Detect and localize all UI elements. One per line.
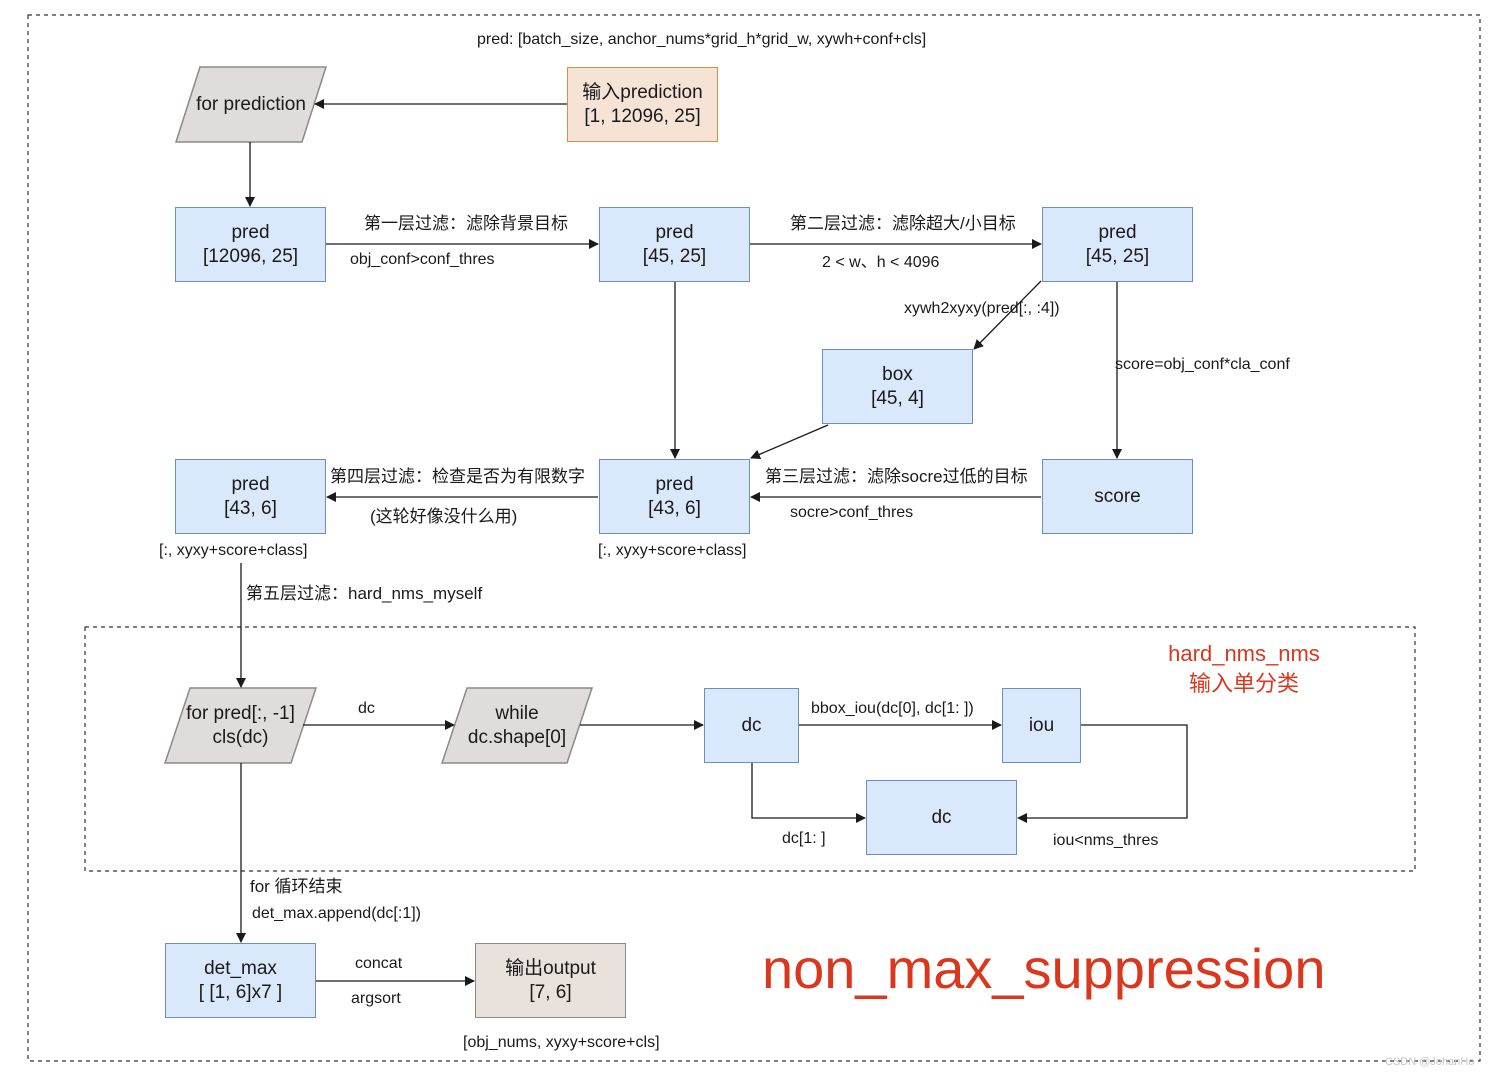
for-prediction-label: for prediction (196, 93, 306, 115)
filter2-condition: 2 < w、h < 4096 (822, 254, 940, 271)
score-calc-label: score=obj_conf*cla_conf (1115, 356, 1290, 373)
while-shape (440, 687, 594, 764)
pred3-line1: pred (1098, 221, 1137, 243)
dc-edge-label: dc (358, 700, 375, 717)
pred2-line2: [45, 25] (642, 245, 707, 267)
pred2-node: pred [45, 25] (599, 207, 750, 282)
nms-group-title-line2: 输入单分类 (1188, 671, 1299, 696)
for-end-label: for 循环结束 (250, 877, 343, 896)
edge-box-to-pred4 (750, 424, 829, 460)
pred4-node: pred [43, 6] (599, 459, 750, 534)
while-node: while dc.shape[0] (442, 688, 592, 763)
score-node: score (1042, 459, 1193, 534)
append-label: det_max.append(dc[:1]) (252, 905, 421, 922)
pred1-node: pred [12096, 25] (175, 207, 326, 282)
output-shape-label: [obj_nums, xyxy+score+cls] (463, 1034, 660, 1051)
dc-slice-label: dc[1: ] (782, 830, 826, 847)
iou-node: iou (1002, 688, 1081, 763)
pred4-line1: pred (655, 473, 694, 495)
box-node: box [45, 4] (822, 349, 973, 424)
filter5-label: 第五层过滤：hard_nms_myself (246, 584, 483, 603)
dc1-node: dc (704, 688, 799, 763)
output-line2: [7, 6] (529, 981, 572, 1003)
score-label: score (1094, 485, 1141, 507)
det-max-line1: det_max (204, 957, 277, 979)
outer-border (27, 14, 1481, 1062)
edge-pred3-to-box (973, 280, 1042, 350)
for-prediction-shape (174, 66, 328, 143)
filter4-note: (这轮好像没什么用) (370, 507, 518, 526)
filter3-condition: socre>conf_thres (790, 504, 914, 521)
dc1-label: dc (741, 714, 762, 736)
for-cls-line2: cls(dc) (212, 726, 269, 748)
nms-group-title: hard_nms_nms 输入单分类 (1144, 639, 1344, 699)
bbox-iou-label: bbox_iou(dc[0], dc[1: ]) (811, 700, 974, 717)
input-prediction-line1: 输入prediction (582, 81, 703, 103)
det-max-line2: [ [1, 6]x7 ] (198, 981, 283, 1003)
pred5-line2: [43, 6] (224, 497, 277, 519)
pred1-line1: pred (231, 221, 270, 243)
for-cls-shape (163, 687, 318, 764)
pred3-line2: [45, 25] (1085, 245, 1150, 267)
while-line2: dc.shape[0] (467, 726, 567, 748)
concat-label: concat (355, 955, 403, 972)
output-line1: 输出output (505, 957, 596, 979)
for-cls-node: for pred[:, -1] cls(dc) (165, 688, 316, 763)
filter2-label: 第二层过滤：滤除超大/小目标 (790, 214, 1016, 233)
pred4-line2: [43, 6] (648, 497, 701, 519)
filter4-label: 第四层过滤：检查是否为有限数字 (330, 467, 585, 486)
watermark: CSDN @JohanHo (1385, 1056, 1475, 1068)
nms-group-title-line1: hard_nms_nms (1168, 641, 1320, 666)
input-prediction-node: 输入prediction [1, 12096, 25] (567, 67, 718, 142)
filter1-condition: obj_conf>conf_thres (350, 251, 495, 268)
iou-label: iou (1028, 714, 1055, 736)
pred4-shape-label: [:, xyxy+score+class] (598, 542, 747, 559)
iou-thres-label: iou<nms_thres (1053, 832, 1159, 849)
shape-note: pred: [batch_size, anchor_nums*grid_h*gr… (477, 31, 927, 48)
output-node: 输出output [7, 6] (475, 943, 626, 1018)
nms-group-border (84, 626, 1416, 872)
argsort-label: argsort (351, 990, 401, 1007)
dc2-node: dc (866, 780, 1017, 855)
edge-dc-to-dc2 (751, 763, 866, 823)
filter3-label: 第三层过滤：滤除socre过低的目标 (765, 467, 1028, 486)
pred5-shape-label: [:, xyxy+score+class] (159, 542, 308, 559)
pred1-line2: [12096, 25] (202, 245, 299, 267)
det-max-node: det_max [ [1, 6]x7 ] (165, 943, 316, 1018)
diagram-title: non_max_suppression (762, 937, 1326, 1000)
dc2-label: dc (931, 806, 952, 828)
for-cls-line1: for pred[:, -1] (186, 702, 295, 724)
pred3-node: pred [45, 25] (1042, 207, 1193, 282)
pred2-line1: pred (655, 221, 694, 243)
box-line2: [45, 4] (871, 387, 924, 409)
for-prediction-node: for prediction (176, 67, 326, 142)
pred5-node: pred [43, 6] (175, 459, 326, 534)
filter1-label: 第一层过滤：滤除背景目标 (364, 214, 568, 233)
edge-iou-to-dc2 (1017, 724, 1188, 823)
input-prediction-line2: [1, 12096, 25] (584, 105, 701, 127)
box-line1: box (882, 363, 913, 385)
while-line1: while (495, 702, 539, 724)
pred5-line1: pred (231, 473, 270, 495)
xywh2xyxy-label: xywh2xyxy(pred[:, :4]) (904, 300, 1060, 317)
